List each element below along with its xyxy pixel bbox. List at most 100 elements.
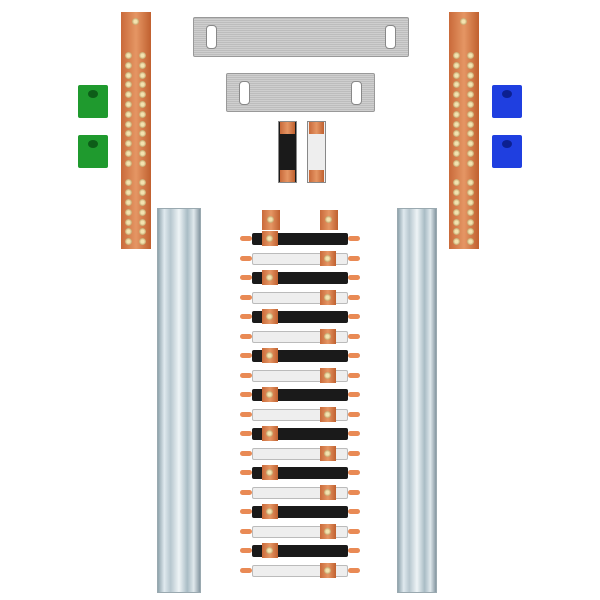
terminal-tab (320, 523, 336, 539)
terminal-tab (262, 231, 278, 246)
screw (324, 254, 331, 262)
din-rail (397, 208, 437, 593)
screw (453, 238, 460, 246)
comb-strip (240, 250, 360, 266)
screw (125, 179, 132, 187)
terminal-tab (262, 465, 278, 480)
terminal-tab (320, 562, 336, 578)
terminal-tab (320, 250, 336, 266)
screw (125, 130, 132, 138)
pin (348, 411, 360, 417)
top-tab (262, 210, 280, 230)
screw (139, 228, 146, 236)
terminal-tab (262, 504, 278, 519)
screw (453, 101, 460, 108)
screw-hole (88, 90, 98, 98)
screw (467, 120, 474, 128)
screw (467, 199, 474, 206)
pin (348, 236, 360, 241)
screw (267, 216, 274, 223)
screw (139, 140, 146, 148)
mounting-plate (226, 73, 375, 112)
screw (324, 566, 331, 574)
screw (467, 208, 474, 216)
screw (324, 488, 331, 496)
terminal-tab (262, 543, 278, 558)
screw-hole (502, 90, 512, 98)
comb-strip (240, 406, 360, 422)
screw (139, 71, 146, 79)
screw (139, 179, 146, 187)
pin (240, 294, 252, 300)
screw (139, 120, 146, 128)
screw (125, 52, 132, 59)
mounting-plate (193, 17, 409, 57)
blue-terminal-block (492, 135, 522, 168)
pin (240, 411, 252, 417)
din-rail (157, 208, 201, 593)
screw (266, 274, 273, 281)
screw (453, 130, 460, 138)
terminal-tab (262, 387, 278, 402)
screw (453, 61, 460, 69)
screw (139, 189, 146, 197)
top-tab (320, 210, 338, 230)
pin (240, 489, 252, 495)
comb-strip (240, 367, 360, 383)
terminal-tab (262, 348, 278, 363)
screw (467, 61, 474, 69)
screw (467, 189, 474, 197)
screw (324, 371, 331, 379)
screw (467, 52, 474, 59)
pin (348, 470, 360, 475)
comb-strip (240, 504, 360, 519)
screw (125, 71, 132, 79)
pin (348, 509, 360, 514)
screw (453, 140, 460, 148)
screw (453, 150, 460, 157)
screw (324, 410, 331, 418)
screw (125, 140, 132, 148)
terminal-tab (320, 406, 336, 422)
pin (348, 372, 360, 378)
screw (125, 238, 132, 246)
comb-strip (240, 348, 360, 363)
jumper-link (278, 121, 297, 183)
screw (125, 101, 132, 108)
terminal-tab (320, 328, 336, 344)
screw (266, 235, 273, 242)
screw (139, 52, 146, 59)
screw (467, 91, 474, 99)
screw (324, 293, 331, 301)
copper-tab (280, 170, 295, 182)
comb-strip (240, 328, 360, 344)
pin (348, 392, 360, 397)
screw (125, 159, 132, 167)
screw-hole (88, 140, 98, 148)
screw (139, 81, 146, 89)
screw (453, 71, 460, 79)
screw (125, 81, 132, 89)
pin (348, 294, 360, 300)
pin (348, 333, 360, 339)
pin (348, 450, 360, 456)
pin (348, 353, 360, 358)
screw (139, 208, 146, 216)
screw (125, 110, 132, 118)
screw (453, 199, 460, 206)
screw (125, 189, 132, 197)
comb-strip (240, 445, 360, 461)
comb-strip (240, 270, 360, 285)
pin (348, 255, 360, 261)
pin (240, 314, 252, 319)
screw (467, 101, 474, 108)
comb-strip (240, 465, 360, 480)
screw (132, 18, 139, 25)
screw (125, 218, 132, 226)
screw (139, 150, 146, 157)
comb-strip (240, 523, 360, 539)
green-terminal-block (78, 135, 108, 168)
pin (348, 489, 360, 495)
terminal-tab (262, 309, 278, 324)
screw (125, 228, 132, 236)
